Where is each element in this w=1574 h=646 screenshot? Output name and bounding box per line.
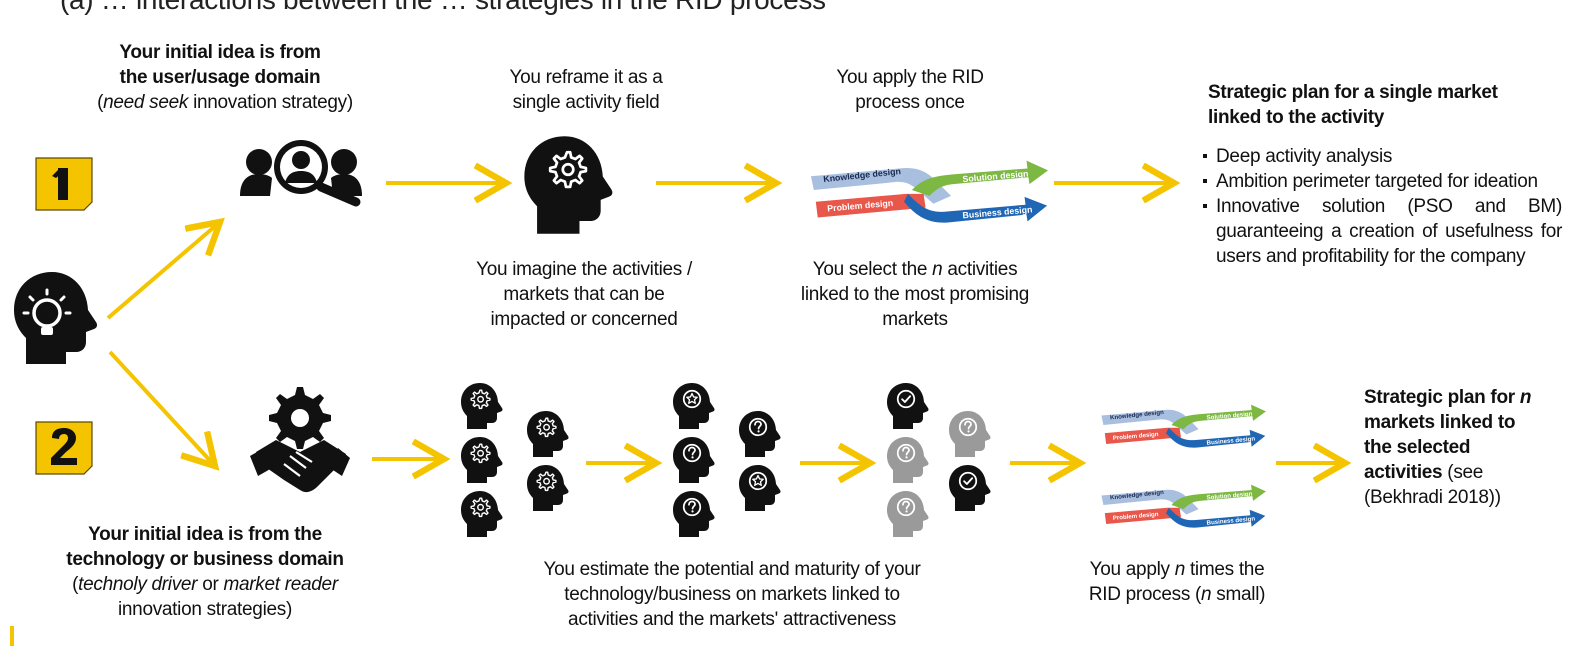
gear-head-icon	[524, 136, 613, 234]
path2-strategy-italic-1: technoly driver	[78, 574, 198, 595]
plan-bullet-3: Innovative solution (PSO and BM) guarant…	[1202, 194, 1562, 269]
path1-idea-title: Your initial idea is from the user/usage…	[119, 42, 321, 88]
path2-strategy-or: or	[197, 574, 224, 595]
badge-1	[35, 157, 93, 211]
path1-reframe-bottom: You imagine the activities / markets tha…	[476, 259, 692, 330]
header-strip: (a) … interactions between the … strateg…	[0, 0, 1574, 36]
path1-rid-top: You apply the RID process once	[836, 67, 984, 113]
flow-arrows	[106, 183, 1345, 466]
rid-process-graphic-1	[810, 160, 1049, 223]
path1-rid-bottom-n: n	[932, 259, 943, 280]
path2-apply-text: You apply n times the RID process (n sma…	[1088, 557, 1266, 607]
path2-plan-n: n	[1519, 387, 1532, 408]
badge-2	[35, 421, 93, 475]
path2-plan-title-post: markets linked to the selected activitie…	[1364, 412, 1516, 483]
gear-handshake-icon	[250, 387, 350, 493]
path1-plan-bullets: Deep activity analysis Ambition perimete…	[1202, 144, 1562, 269]
lightbulb-head-icon	[14, 272, 98, 364]
path1-plan-title: Strategic plan for a single market linke…	[1208, 82, 1498, 128]
plan-bullet-2: Ambition perimeter targeted for ideation	[1202, 169, 1562, 194]
path2-estimate-text: You estimate the potential and maturity …	[543, 559, 921, 630]
plan-bullet-1: Deep activity analysis	[1202, 144, 1562, 169]
apply-post: small)	[1211, 584, 1266, 605]
path2-strategy-rest: innovation strategies)	[117, 599, 292, 620]
user-search-icon	[240, 140, 362, 207]
path2-idea-title: Your initial idea is from the technology…	[66, 524, 344, 570]
path2-plan-text: Strategic plan for n markets linked to t…	[1364, 385, 1540, 510]
rid-process-graphic-2a	[1101, 404, 1266, 448]
apply-mid: times the RID process (	[1088, 559, 1265, 605]
path2-idea-strategy: (technoly driver or market reader innova…	[72, 574, 338, 620]
selection-head-cluster	[887, 383, 991, 537]
path2-strategy-italic-2: market reader	[223, 574, 338, 595]
evaluation-head-cluster	[673, 383, 781, 537]
path1-strategy-italic: need seek	[103, 92, 189, 113]
path1-rid-bottom-post: activities linked to the most promising …	[800, 259, 1030, 330]
rid-process-graphic-2b	[1101, 484, 1266, 528]
path1-rid-bottom: You select the n activities linked to th…	[800, 257, 1030, 332]
edge-mark	[10, 626, 14, 646]
path1-idea-strategy: (need seek innovation strategy)	[97, 92, 353, 113]
arrow-diag-up	[106, 222, 220, 320]
path1-rid-bottom-pre: You select the	[812, 259, 933, 280]
header-text: (a) … interactions between the … strateg…	[60, 0, 1560, 16]
path2-plan-title-pre: Strategic plan for	[1364, 387, 1520, 408]
gear-head-cluster	[461, 383, 569, 537]
path2-plan-citation: (see (Bekhradi 2018))	[1364, 462, 1501, 508]
arrow-diag-down	[108, 350, 215, 466]
apply-n2: n	[1201, 584, 1212, 605]
apply-n1: n	[1174, 559, 1186, 580]
apply-pre: You apply	[1089, 559, 1175, 580]
path1-reframe-top: You reframe it as a single activity fiel…	[509, 67, 663, 113]
path1-strategy-rest: innovation strategy)	[188, 92, 353, 113]
